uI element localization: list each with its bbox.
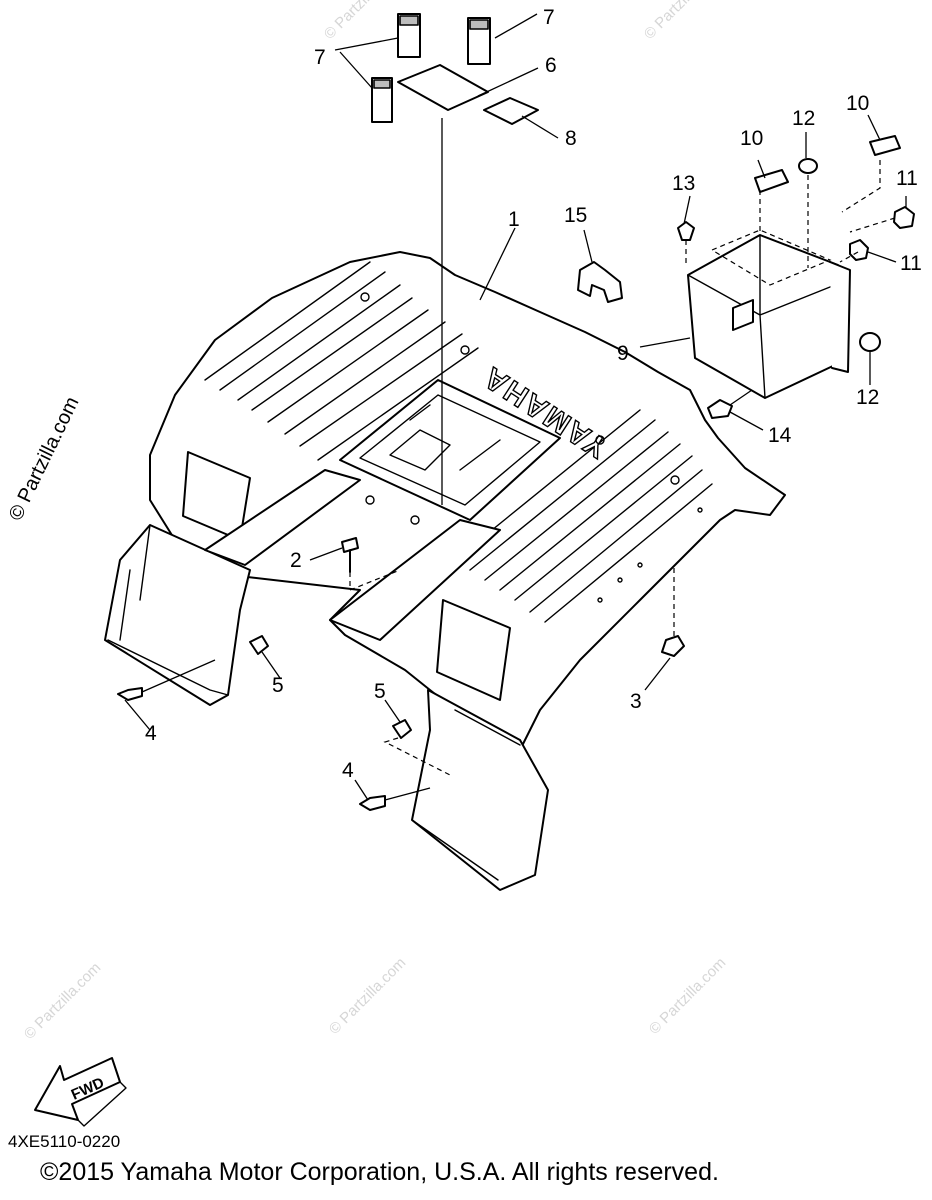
- bolt-3: [661, 635, 685, 657]
- battery-tray-opening: [339, 379, 561, 521]
- nut-5-left: [249, 635, 269, 655]
- bolt-4-right: [359, 795, 386, 811]
- diagram-code: 4XE5110-0220: [8, 1132, 121, 1151]
- pad-set: [371, 13, 539, 505]
- fender-holes: [360, 292, 703, 603]
- left-mudflap-edge: [107, 524, 229, 696]
- callout-2: 2: [290, 549, 302, 572]
- callout-8: 8: [565, 127, 577, 150]
- callout-5-left: 5: [272, 674, 284, 697]
- rear-fender: YAMAHA: [104, 251, 786, 891]
- watermark-tile: © Partzilla.com: [321, 0, 404, 43]
- callout-13: 13: [672, 172, 695, 195]
- clamp-15: [577, 261, 623, 303]
- callout-6: 6: [545, 54, 557, 77]
- fwd-arrow-shape: [34, 1057, 121, 1121]
- callout-4-left: 4: [145, 722, 157, 745]
- left-ribs: [204, 261, 479, 461]
- callout-7-right: 7: [543, 6, 555, 29]
- pad-8: [483, 97, 539, 125]
- front-rail: [329, 519, 501, 641]
- nut-5-right: [392, 719, 412, 739]
- pad-7-lower-left: [371, 77, 393, 123]
- callout-10-left: 10: [740, 127, 763, 150]
- right-mudflap: [411, 689, 549, 891]
- screw-11-top: [893, 206, 915, 229]
- callout-1: 1: [508, 208, 520, 231]
- grommet-12-top: [798, 158, 818, 174]
- callout-12-bottom: 12: [856, 386, 879, 409]
- watermark-tile: © Partzilla.com: [641, 0, 724, 43]
- clip-13: [677, 221, 695, 241]
- callout-7-left: 7: [314, 46, 326, 69]
- callout-9: 9: [617, 342, 629, 365]
- right-ribs: [454, 409, 713, 623]
- callout-4-right: 4: [342, 759, 354, 782]
- screw-11-bottom: [849, 239, 869, 261]
- callout-12-top: 12: [792, 107, 815, 130]
- callout-11-bottom: 11: [900, 252, 922, 275]
- bolt-2: [341, 537, 359, 573]
- callout-11-top: 11: [896, 167, 918, 190]
- callout-14: 14: [768, 424, 792, 447]
- battery-box-assembly: [677, 135, 915, 419]
- fasteners: [117, 537, 685, 811]
- side-watermark: © Partzilla.com: [5, 393, 84, 524]
- tray-detail: [359, 394, 541, 506]
- callout-numbers: 1 2 3 4 4 5 5 6 7 7 8 9 10 10 11 11 12 1…: [145, 6, 922, 782]
- tab-10-right: [869, 135, 901, 156]
- watermark-tile: © Partzilla.com: [326, 954, 409, 1037]
- callout-10-right: 10: [846, 92, 869, 115]
- clip-14: [707, 399, 733, 419]
- callout-leaders: [124, 13, 907, 801]
- fwd-arrow: FWD: [34, 1057, 127, 1127]
- right-tail-plate: [436, 599, 511, 701]
- watermark-tile: © Partzilla.com: [646, 954, 729, 1037]
- watermark-tile: © Partzilla.com: [21, 959, 104, 1042]
- callout-3: 3: [630, 690, 642, 713]
- copyright-notice: ©2015 Yamaha Motor Corporation, U.S.A. A…: [40, 1158, 719, 1186]
- pad-6: [397, 64, 489, 111]
- tab-10-left: [754, 169, 789, 193]
- callout-5-right: 5: [374, 680, 386, 703]
- callout-15: 15: [564, 204, 587, 227]
- right-mudflap-edge: [411, 709, 521, 881]
- strap-plate: [732, 299, 754, 331]
- grommet-12-bottom: [859, 332, 881, 352]
- rear-rail: [204, 469, 361, 566]
- bolt-4-left: [117, 687, 143, 701]
